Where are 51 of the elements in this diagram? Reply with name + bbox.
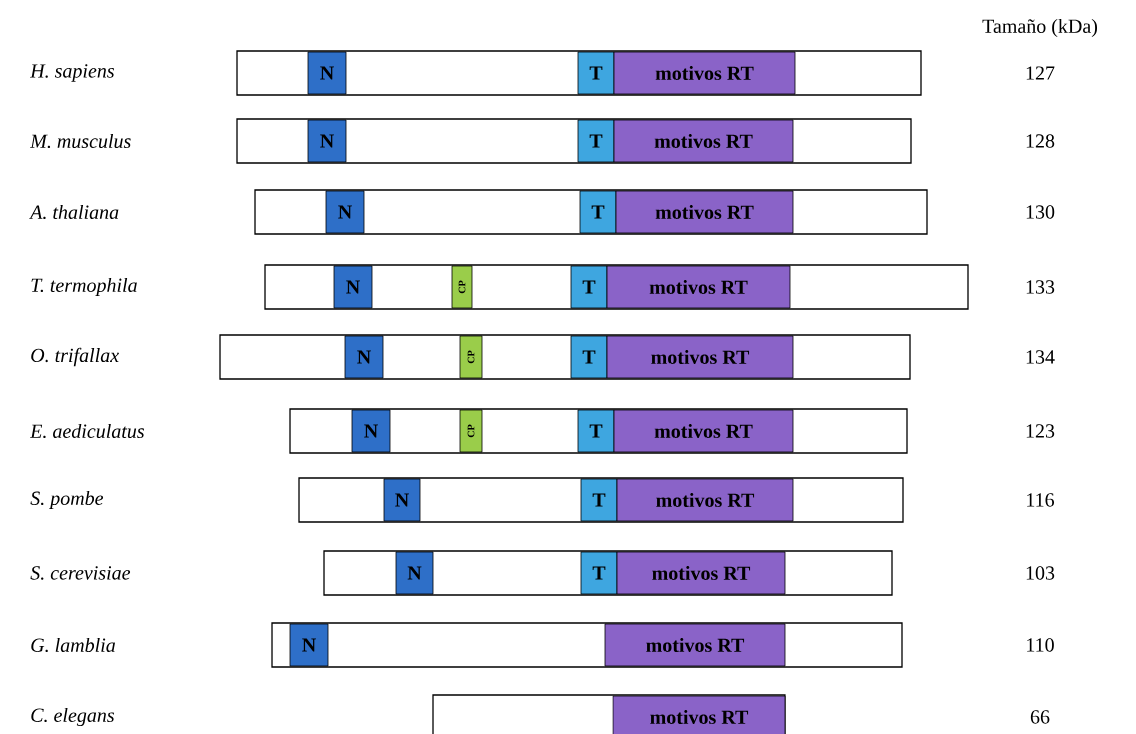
domain-box: N [395,551,434,595]
domain-box: motivos RT [612,695,786,734]
domain-box: N [325,190,365,234]
species-name: S. pombe [30,490,104,510]
domain-box: motivos RT [604,623,786,667]
species-name: H. sapiens [30,64,115,82]
species-name: C. elegans [31,707,115,727]
domain-box: T [577,51,615,95]
domain-box: N [333,265,373,309]
domain-box: T [570,335,608,379]
domain-box: motivos RT [606,265,791,309]
domain-box: N [351,409,391,453]
size-value: 116 [1027,493,1055,507]
domain-box: CP [459,335,483,379]
size-value: 103 [1026,566,1055,580]
domain-box: CP [451,265,473,309]
size-value: 123 [1026,424,1055,438]
size-value: 128 [1026,134,1055,148]
domain-box: motivos RT [613,51,796,95]
domain-box: N [289,623,329,667]
domain-box: CP [459,409,483,453]
size-value: 110 [1027,638,1054,652]
domain-box: T [579,190,617,234]
domain-box: T [577,409,615,453]
domain-box: motivos RT [615,190,794,234]
domain-box: T [570,265,608,309]
species-name: A. thaliana [29,204,119,220]
domain-box: motivos RT [616,551,786,595]
species-name: G. lamblia [31,637,115,653]
domain-box: T [580,478,618,522]
domain-box: N [307,51,347,95]
species-name: O. trifallax [31,347,119,367]
domain-box: motivos RT [616,478,794,522]
species-name: E. aediculatus [30,423,145,439]
domain-box: motivos RT [606,335,794,379]
size-value: 130 [1026,205,1055,219]
size-value: 127 [1026,66,1055,80]
domain-box: T [577,119,615,163]
column-heading: Tamaño (kDa) [982,18,1097,38]
species-name: T. termophila [31,277,137,297]
domain-box: N [307,119,347,163]
domain-box: N [344,335,384,379]
size-value: 66 [1030,710,1050,724]
size-value: 133 [1026,280,1055,294]
size-value: 134 [1026,350,1055,364]
domain-box: N [383,478,421,522]
domain-box: T [580,551,618,595]
species-name: M. musculus [30,133,131,149]
domain-box: motivos RT [613,409,794,453]
species-name: S. cerevisiae [30,566,131,580]
domain-box: motivos RT [613,119,794,163]
